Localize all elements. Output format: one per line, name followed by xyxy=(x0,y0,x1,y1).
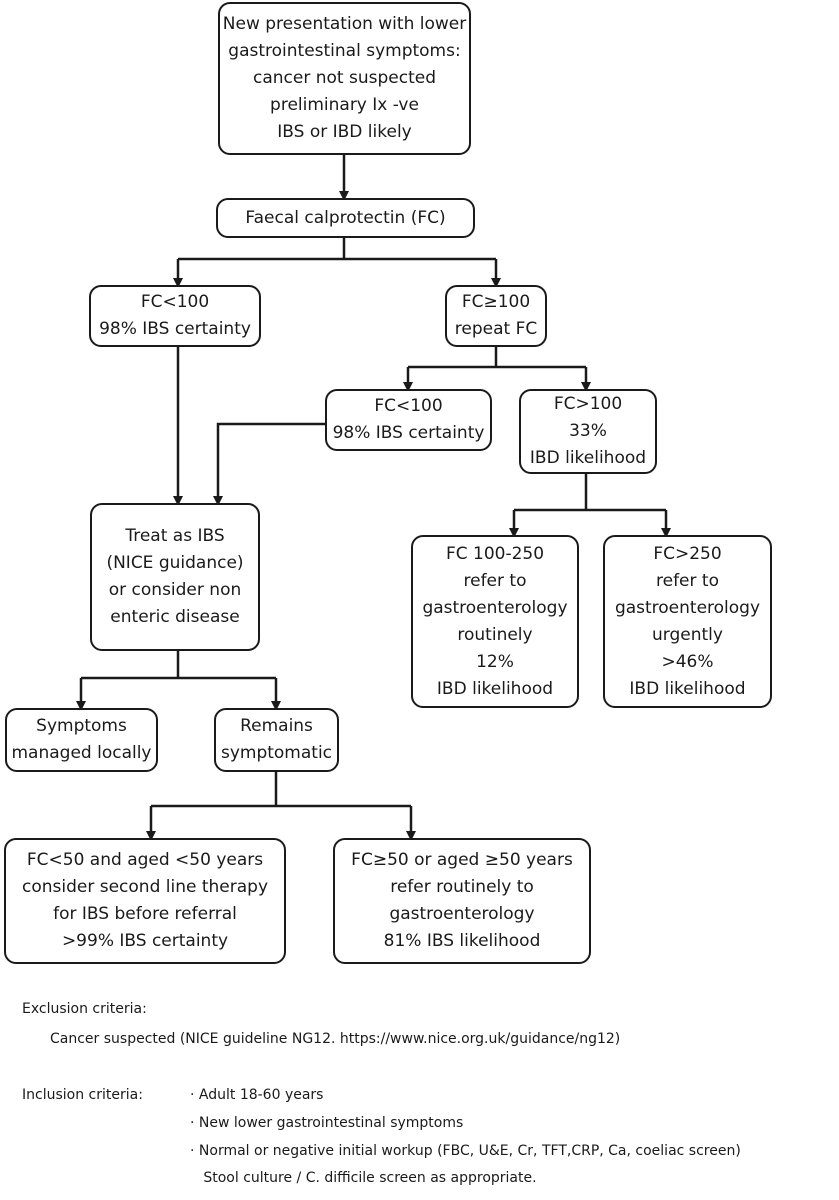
box-line: IBD likelihood xyxy=(629,678,746,699)
box-line: gastroenterology xyxy=(614,597,761,618)
repeat-fc-under-100-box: FC<100 98% IBS certainty xyxy=(325,389,492,451)
box-line: 98% IBS certainty xyxy=(99,319,251,339)
split-repeat-high xyxy=(514,474,666,512)
box-line: preliminary Ix -ve xyxy=(270,95,419,115)
arrow-repeat-low-to-treat xyxy=(213,422,325,506)
treat-as-ibs-box: Treat as IBS (NICE guidance) or consider n… xyxy=(90,503,260,651)
remains-symptomatic-box: Remains symptomatic xyxy=(214,708,339,772)
box-line: Remains xyxy=(240,716,313,736)
inclusion-item-4: Stool culture / C. difficile screen as a… xyxy=(190,1170,537,1186)
repeat-fc-over-100-box: FC>100 33% IBD likelihood xyxy=(519,389,657,474)
box-line: repeat FC xyxy=(454,319,538,339)
box-line: or consider non xyxy=(108,580,242,600)
box-line: FC>100 xyxy=(553,394,623,414)
fc-under-100-box: FC<100 98% IBS certainty xyxy=(89,285,261,347)
fc-100-250-box: FC 100-250 refer to gastroenterology routin… xyxy=(411,535,579,708)
refer-routinely-box: FC≥50 or aged ≥50 years refer routinely t… xyxy=(333,838,591,964)
faecal-calprotectin-box: Faecal calprotectin (FC) xyxy=(216,198,475,238)
split-fc xyxy=(178,238,496,261)
box-line: FC<100 xyxy=(140,292,210,312)
box-line: FC>250 xyxy=(653,543,722,564)
box-line: 33% xyxy=(569,421,607,441)
box-line: FC 100-250 xyxy=(445,543,545,564)
box-line: symptomatic xyxy=(220,743,333,763)
box-line: gastrointestinal symptoms: xyxy=(228,41,461,61)
box-line: consider second line therapy xyxy=(21,877,269,897)
fc-over-250-box: FC>250 refer to gastroenterology urgently >4… xyxy=(603,535,772,708)
box-line: IBD likelihood xyxy=(436,678,554,699)
inclusion-item-3: · Normal or negative initial workup (FBC… xyxy=(190,1143,741,1159)
box-line: routinely xyxy=(457,624,533,645)
split-remains xyxy=(151,772,411,808)
box-line: Symptoms xyxy=(36,716,127,736)
box-line: IBD likelihood xyxy=(529,448,647,468)
box-line: managed locally xyxy=(11,743,152,763)
box-line: 98% IBS certainty xyxy=(332,423,485,443)
box-line: Treat as IBS xyxy=(125,526,225,546)
split-fc-high xyxy=(408,347,586,369)
box-line: urgently xyxy=(652,624,723,645)
box-line: gastroenterology xyxy=(422,597,568,618)
box-line: 81% IBS likelihood xyxy=(383,931,541,951)
box-line: for IBS before referral xyxy=(53,904,237,924)
start-box: New presentation with lower gastrointesti… xyxy=(218,2,471,155)
box-line: enteric disease xyxy=(110,607,240,627)
box-line: FC≥50 or aged ≥50 years xyxy=(351,850,573,870)
box-line: IBS or IBD likely xyxy=(277,122,412,142)
box-line: New presentation with lower xyxy=(222,14,467,34)
box-line: refer routinely to xyxy=(390,877,534,897)
inclusion-item-2: · New lower gastrointestinal symptoms xyxy=(190,1115,464,1131)
box-line: (NICE guidance) xyxy=(106,553,244,573)
inclusion-item-1: · Adult 18-60 years xyxy=(190,1087,324,1103)
exclusion-heading: Exclusion criteria: xyxy=(22,1001,147,1017)
fc-100-or-more-box: FC≥100 repeat FC xyxy=(445,285,547,347)
box-line: cancer not suspected xyxy=(253,68,436,88)
box-line: >99% IBS certainty xyxy=(61,931,229,951)
symptoms-managed-locally-box: Symptoms managed locally xyxy=(5,708,158,772)
box-line: FC<100 xyxy=(374,396,443,416)
box-line: refer to xyxy=(463,570,527,591)
exclusion-item: Cancer suspected (NICE guideline NG12. h… xyxy=(50,1031,621,1047)
box-line: 12% xyxy=(476,651,514,672)
box-line: refer to xyxy=(656,570,719,591)
box-line: FC<50 and aged <50 years xyxy=(26,850,264,870)
box-line: Faecal calprotectin (FC) xyxy=(245,207,446,228)
box-line: FC≥100 xyxy=(461,292,531,312)
second-line-therapy-box: FC<50 and aged <50 years consider second … xyxy=(4,838,286,964)
inclusion-heading: Inclusion criteria: xyxy=(22,1087,143,1103)
split-treat xyxy=(81,651,276,680)
box-line: >46% xyxy=(661,651,714,672)
box-line: gastroenterology xyxy=(389,904,535,924)
